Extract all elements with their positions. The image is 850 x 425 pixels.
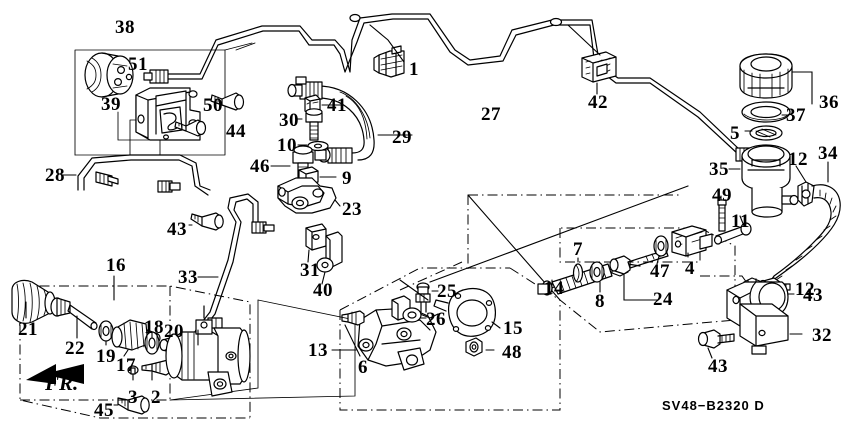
part-26-washer [402,307,427,323]
master-cylinder-body [165,305,251,397]
orientation-marker-label: FR. [45,371,79,395]
callout-42: 42 [588,92,608,113]
part-23-joint [277,177,341,214]
callout-20: 20 [164,321,184,342]
callout-28: 28 [45,165,65,186]
part-49-pin [717,195,727,232]
part-43-bolt-left [188,212,224,231]
callout-36: 36 [819,92,839,113]
callout-19: 19 [96,346,116,367]
part-34-hose [755,161,841,298]
part-12-clamp-upper [795,165,815,207]
part-25-bleeder-screw [399,279,439,313]
callout-33: 33 [178,267,198,288]
callout-15: 15 [503,318,523,339]
part-1-clip [369,24,405,78]
callout-39: 39 [101,94,121,115]
callout-43-bottom: 43 [708,356,728,377]
part-37-seal [741,101,791,123]
part-7-washer [572,257,584,283]
callout-29: 29 [392,127,412,148]
callout-47: 47 [650,261,670,282]
callout-45: 45 [94,400,114,421]
callout-10: 10 [277,135,297,156]
part-35-reservoir [728,144,799,218]
callout-51: 51 [128,54,148,75]
callout-25: 25 [437,281,457,302]
callout-23: 23 [342,199,362,220]
callout-38: 38 [115,17,135,38]
part-28-clutch-pipe [61,154,211,196]
callout-43-left: 43 [167,219,187,240]
callout-41: 41 [327,95,347,116]
callout-11: 11 [731,211,750,232]
part-11-pin [713,215,752,245]
callout-32: 32 [812,325,832,346]
callout-21: 21 [18,319,38,340]
part-15-gasket [433,287,501,337]
part-19-retainer [98,320,114,346]
part-44-bolt [210,92,245,111]
callout-46: 46 [250,156,270,177]
group-box-13 [339,267,561,411]
callout-13: 13 [308,340,328,361]
callout-40: 40 [313,280,333,301]
part-31-40-bracket [305,223,343,285]
callout-48: 48 [502,342,522,363]
part-5-seal [744,125,783,141]
callout-9: 9 [342,168,352,189]
part-bracket-main [135,87,201,141]
callout-37: 37 [786,105,806,126]
callout-49: 49 [712,185,732,206]
part-47-bushing [653,235,669,265]
part-30-bolt [295,108,323,141]
part-13-slave-cylinder [331,295,439,371]
part-10-washer [297,140,329,152]
part-18-cup [144,331,160,355]
callout-24: 24 [653,289,673,310]
part-50-bolt [174,119,207,137]
diagram-code: SV48−B2320 D [662,398,765,413]
callout-5: 5 [730,123,740,144]
callout-44: 44 [226,121,246,142]
callout-34: 34 [818,143,838,164]
part-6-bleeder [341,310,365,357]
callout-50: 50 [203,95,223,116]
part-4-clevis [671,225,713,258]
callout-22: 22 [65,338,85,359]
part-36-cap [739,53,813,105]
part-22-push-rod [50,297,98,339]
callout-17: 17 [116,355,136,376]
callout-4: 4 [685,258,695,279]
callout-2: 2 [151,387,161,408]
callout-8: 8 [595,291,605,312]
callout-18: 18 [144,317,164,338]
callout-30: 30 [279,110,299,131]
callout-14: 14 [544,278,564,299]
part-21-boot [11,279,56,324]
callout-7: 7 [573,239,583,260]
callout-6: 6 [358,357,368,378]
callout-43-right: 43 [803,285,823,306]
callout-26: 26 [426,309,446,330]
part-39-switch [84,52,134,98]
fr-arrow-icon [26,364,84,384]
callout-12-lower: 12 [795,279,815,300]
callout-31: 31 [300,260,320,281]
callout-1: 1 [409,59,419,80]
part-42-clamp [567,24,617,95]
pipe-end-fitting-left [143,69,169,84]
part-3-cap [127,365,139,381]
part-43-bolt-bottom [697,329,735,359]
part-32-hose-bracket [726,281,803,355]
callout-3: 3 [128,387,138,408]
callout-12-upper: 12 [788,149,808,170]
part-8-washer [589,261,605,293]
callout-16: 16 [106,255,126,276]
callout-27: 27 [481,104,501,125]
part-48-nut [465,337,495,357]
part-45-bolt [113,395,150,415]
callout-35: 35 [709,159,729,180]
